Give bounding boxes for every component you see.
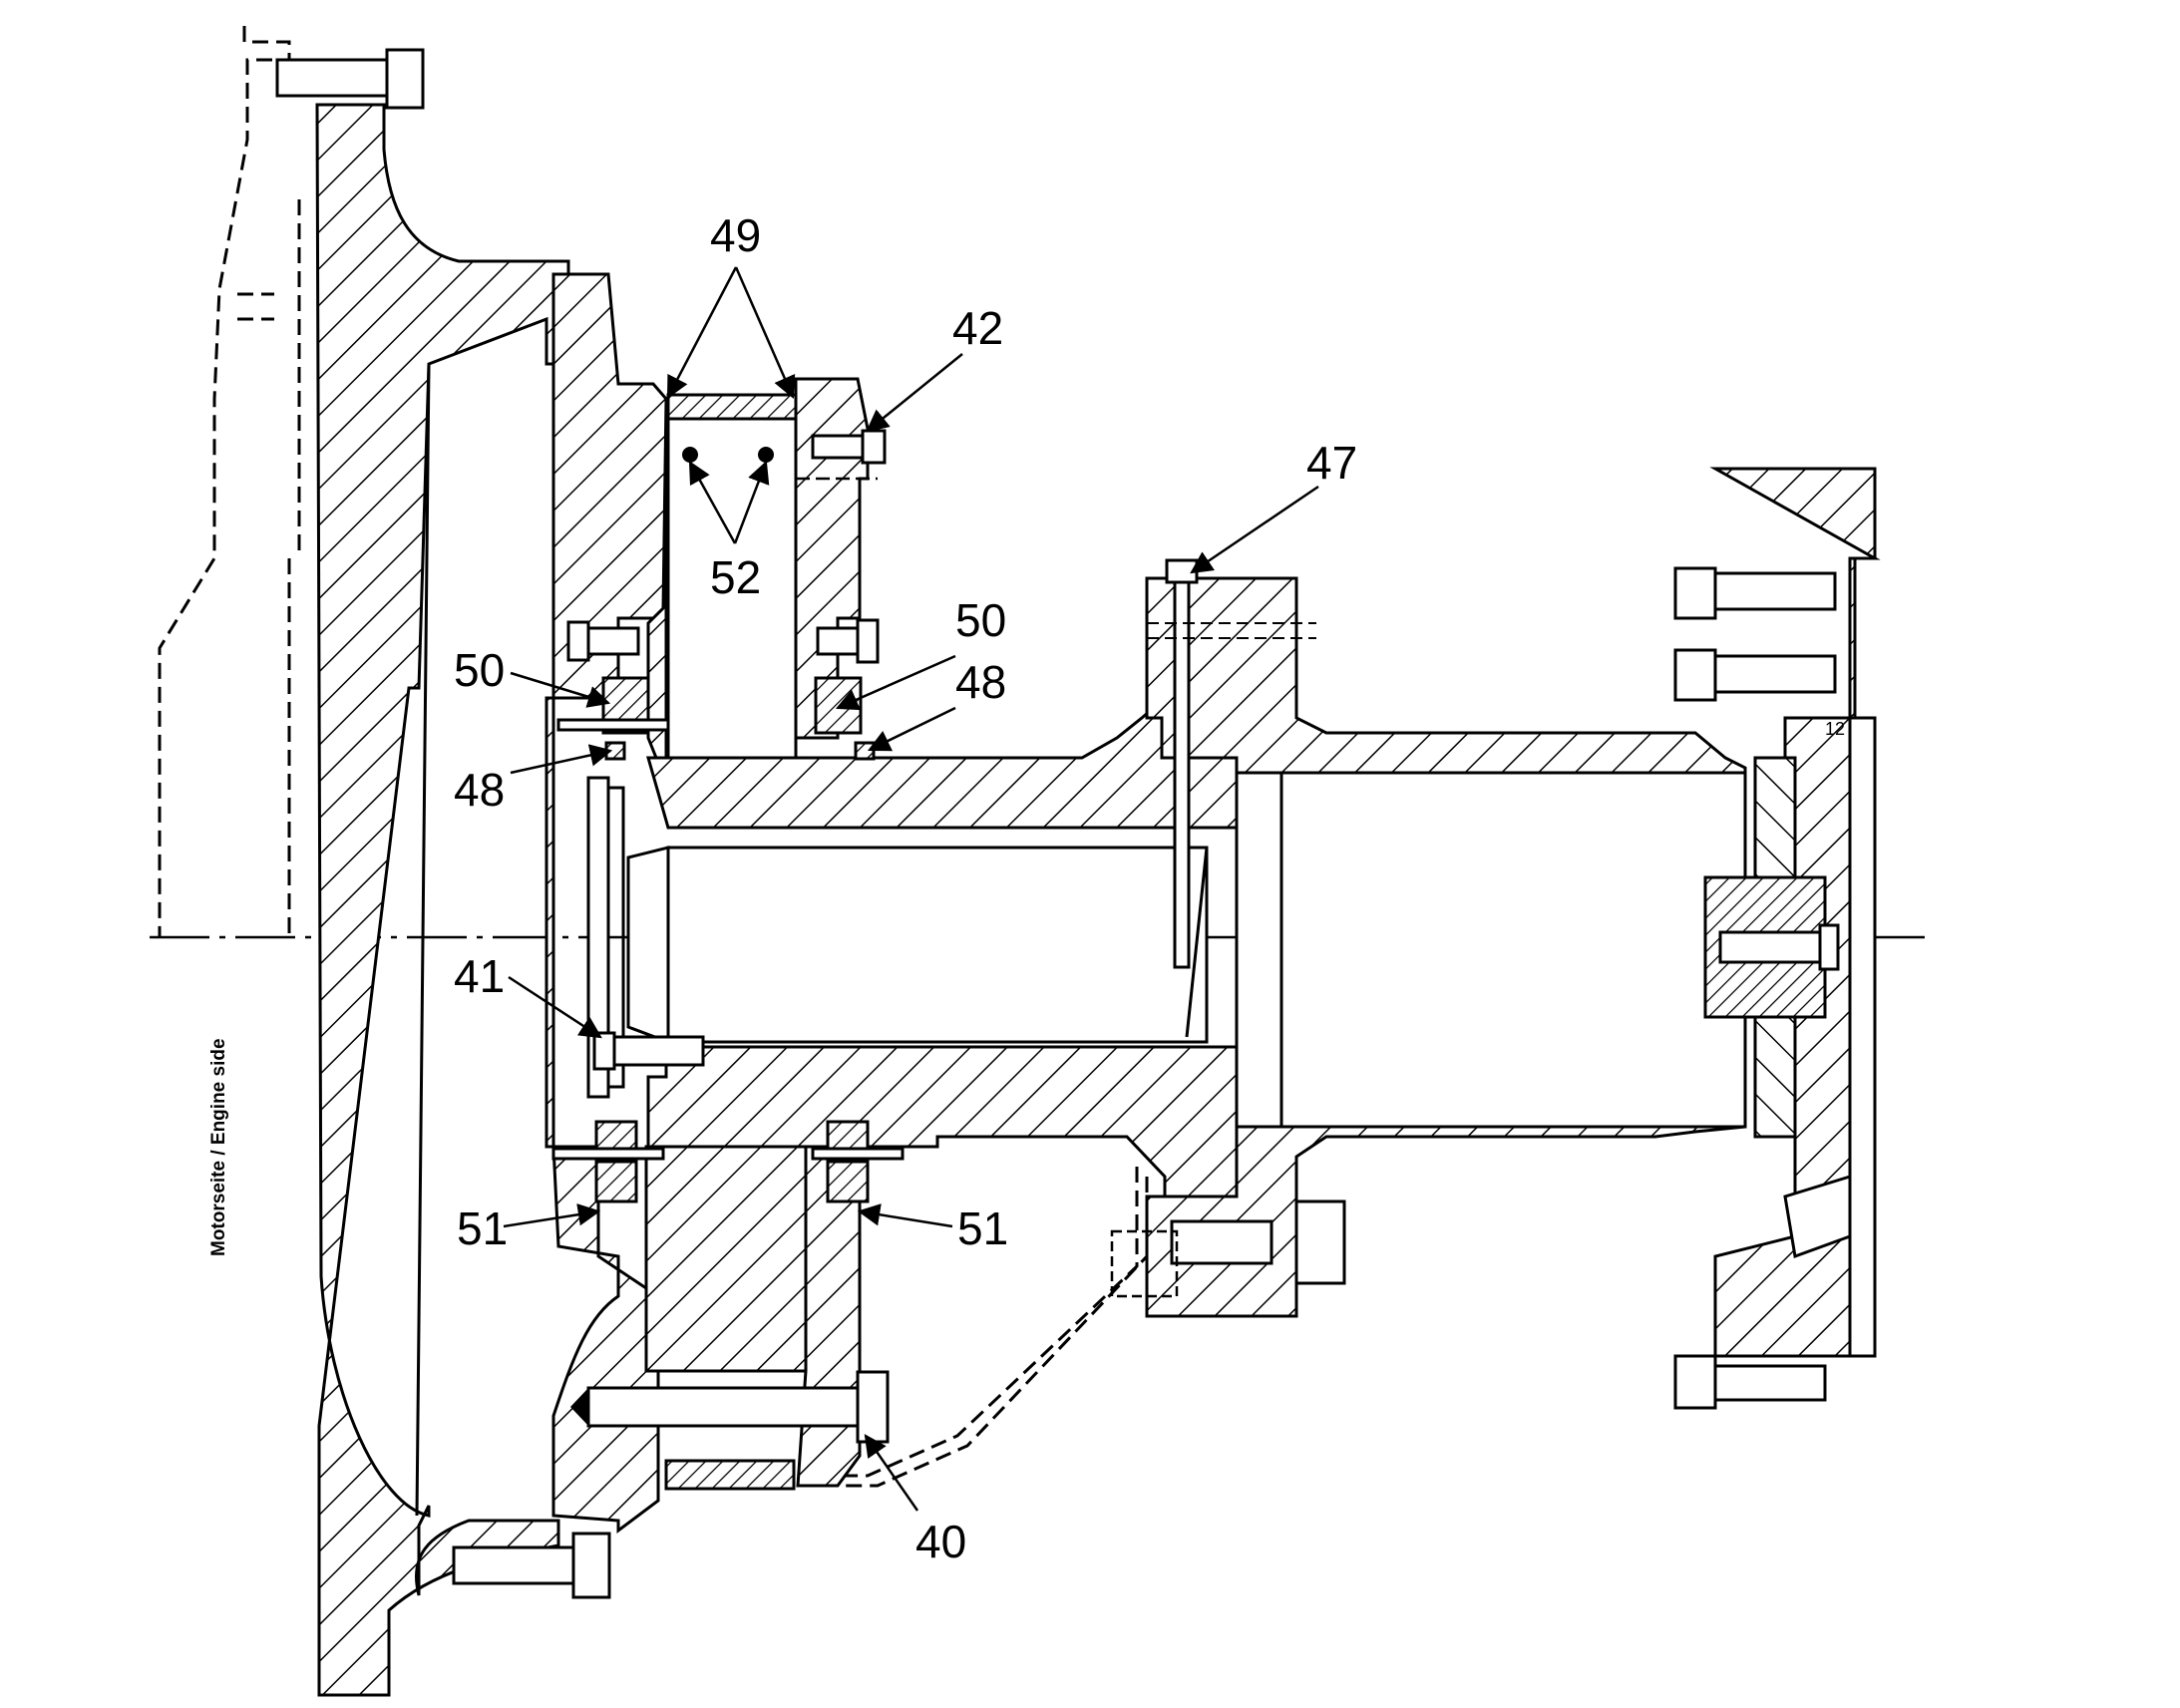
leader-42 [866, 353, 963, 433]
screw-42 [811, 434, 865, 460]
lower-flange-bolt-head [1294, 1199, 1346, 1285]
housing-bolt-lower-head [571, 1532, 611, 1599]
callout-50-left: 50 [454, 644, 505, 696]
segment-right-housing [794, 377, 870, 740]
washer-left [556, 718, 670, 732]
slot-insert [1783, 1174, 1852, 1259]
pin-47 [1173, 576, 1191, 969]
screw-41-head [592, 1031, 616, 1071]
lower-segment-left [644, 1145, 808, 1373]
callout-51-right: 51 [957, 1202, 1008, 1254]
callout-49: 49 [710, 209, 761, 261]
pin-52-a [682, 447, 698, 463]
leader-52-b [733, 460, 770, 544]
callout-51-left: 51 [457, 1202, 508, 1254]
bore-chamfer [626, 846, 670, 1045]
spacer-bore [1235, 771, 1747, 1129]
leader-52-a [688, 461, 737, 544]
leader-48-right [867, 706, 956, 752]
bore-taper-line [1185, 847, 1209, 1038]
seal-50-right [814, 676, 863, 735]
upper-left-bolt-head [566, 620, 590, 662]
callout-40: 40 [915, 1516, 966, 1567]
hub-bore [666, 846, 1209, 1044]
seal-51-left [594, 1160, 638, 1203]
callout-48-left: 48 [454, 764, 505, 816]
leader-50-left [510, 671, 611, 708]
screw-41 [611, 1035, 705, 1067]
leader-49-right [734, 266, 796, 400]
segment-upper-cap [666, 393, 798, 421]
upper-right-bolt-head [856, 618, 880, 664]
coupling-hub-block [646, 398, 668, 760]
lower-flange-bolt [1170, 1219, 1273, 1265]
housing-bore-edge [415, 363, 431, 1517]
leader-48-left [510, 744, 613, 775]
bolt-40-head [856, 1370, 890, 1444]
bolt-40-shank [586, 1386, 860, 1428]
clamp-plate-edge [608, 786, 625, 1089]
washer-lower-left [551, 1147, 665, 1161]
end-bolt-mid [1713, 654, 1837, 694]
end-bolt-mid-head [1673, 648, 1717, 702]
end-bolt-lower [1713, 1364, 1827, 1402]
housing-bolt-lower [452, 1545, 575, 1585]
callout-47: 47 [1306, 437, 1357, 489]
housing-bolt-upper [275, 58, 389, 98]
oring-48-right [854, 741, 876, 761]
leader-51-right [857, 1203, 953, 1228]
engine-side-label: Motorseite / Engine side [208, 1038, 229, 1256]
callout-12: 12 [1825, 719, 1845, 739]
end-bolt-lower-head [1673, 1354, 1717, 1410]
end-bolt-upper-head [1673, 566, 1717, 620]
leader-49-left [666, 266, 738, 399]
housing-bolt-upper-head [385, 48, 425, 110]
leader-51-left [503, 1203, 601, 1228]
callout-50-right: 50 [955, 594, 1006, 646]
seal-details [551, 618, 905, 1203]
center-bolt-head [1818, 923, 1840, 971]
callout-52: 52 [710, 551, 761, 603]
center-bolt [1718, 930, 1822, 964]
leader-41 [508, 975, 602, 1039]
pin-52-b [758, 447, 774, 463]
outer-right-plate [1848, 716, 1877, 1358]
washer-lower-right [811, 1147, 905, 1161]
leader-47 [1190, 485, 1319, 574]
seal-51-right [826, 1160, 870, 1203]
callout-42: 42 [952, 302, 1003, 354]
callout-41: 41 [454, 950, 505, 1002]
screw-42-head [861, 429, 887, 465]
leader-50-right [835, 654, 956, 711]
leader-40 [864, 1434, 919, 1512]
lower-cap [664, 1459, 796, 1491]
callout-48-right: 48 [955, 656, 1006, 708]
bolt-40-tip [570, 1388, 588, 1426]
end-bolt-upper [1713, 571, 1837, 611]
hidden-nut [1110, 1229, 1179, 1298]
flywheel-housing [315, 103, 570, 1697]
leader-lines [503, 266, 1319, 1512]
